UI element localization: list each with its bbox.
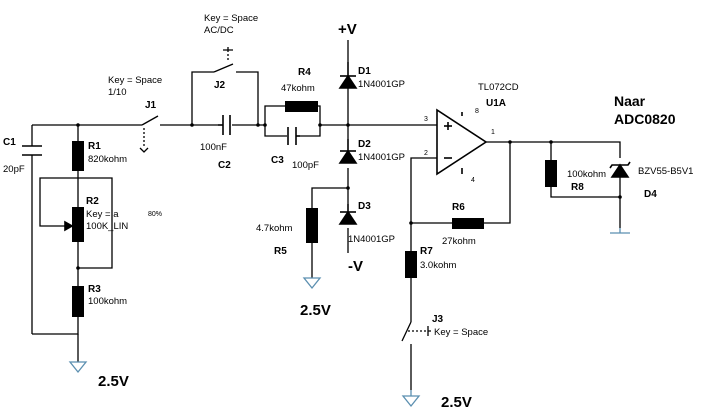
d3-ref: D3 bbox=[358, 201, 371, 212]
diode-d1[interactable] bbox=[338, 62, 358, 89]
r3-ref: R3 bbox=[88, 284, 101, 295]
zener-diode-d4[interactable] bbox=[609, 161, 631, 178]
c3-ref: C3 bbox=[271, 155, 284, 166]
junction-dots bbox=[76, 123, 622, 270]
ground-symbol-right bbox=[401, 390, 421, 408]
r4-value: 47kohm bbox=[281, 83, 315, 94]
d2-ref: D2 bbox=[358, 139, 371, 150]
r2-value: 100K_LIN bbox=[86, 221, 128, 232]
d4-value: BZV55-B5V1 bbox=[638, 166, 693, 177]
r7-value: 3.0kohm bbox=[420, 260, 457, 271]
j3-ref: J3 bbox=[432, 314, 444, 325]
d1-ref: D1 bbox=[358, 66, 371, 77]
r8-ref: R8 bbox=[571, 182, 584, 193]
c1-value: 20pF bbox=[3, 164, 25, 175]
j2-mode: AC/DC bbox=[204, 25, 234, 36]
resistor-r7[interactable] bbox=[405, 251, 417, 278]
opamp-u1a[interactable] bbox=[436, 108, 488, 176]
resistor-r8[interactable] bbox=[545, 160, 557, 187]
r5-ref: R5 bbox=[274, 246, 287, 257]
u1a-pin-minus: 2 bbox=[424, 150, 428, 157]
resistor-r6[interactable] bbox=[452, 218, 484, 229]
r7-ref: R7 bbox=[420, 246, 433, 257]
j2-ref: J2 bbox=[214, 80, 226, 91]
d2-value: 1N4001GP bbox=[358, 152, 405, 163]
d4-ref: D4 bbox=[644, 189, 657, 200]
d1-value: 1N4001GP bbox=[358, 79, 405, 90]
resistor-r3[interactable] bbox=[72, 286, 84, 317]
r6-value: 27kohm bbox=[442, 236, 476, 247]
capacitor-c2[interactable] bbox=[218, 115, 231, 135]
ground-middle-label: 2.5V bbox=[300, 302, 331, 319]
diode-d3[interactable] bbox=[338, 204, 358, 225]
r4-ref: R4 bbox=[298, 67, 311, 78]
j1-ref: J1 bbox=[145, 100, 157, 111]
j1-key: Key = Space bbox=[108, 75, 162, 86]
output-label-line1: Naar bbox=[614, 93, 646, 109]
positive-rail-label: +V bbox=[338, 21, 357, 38]
resistor-r5[interactable] bbox=[306, 208, 318, 243]
ground-left-label: 2.5V bbox=[98, 373, 129, 390]
ground-right-label: 2.5V bbox=[441, 394, 472, 411]
r8-value: 100kohm bbox=[567, 169, 606, 180]
u1a-pin-plus: 3 bbox=[424, 116, 428, 123]
r3-value: 100kohm bbox=[88, 296, 127, 307]
capacitor-c3[interactable] bbox=[287, 127, 300, 145]
r2-key: Key = a bbox=[86, 209, 119, 220]
c2-ref: C2 bbox=[218, 160, 231, 171]
r2-ref: R2 bbox=[86, 196, 99, 207]
resistor-r4[interactable] bbox=[285, 101, 318, 112]
potentiometer-r2[interactable] bbox=[64, 207, 84, 242]
u1a-value: TL072CD bbox=[478, 82, 519, 93]
ground-symbol-left bbox=[68, 361, 88, 374]
j3-key: Key = Space bbox=[434, 327, 488, 338]
d3-value: 1N4001GP bbox=[348, 234, 395, 245]
capacitor-c1[interactable] bbox=[22, 145, 42, 156]
diode-d2[interactable] bbox=[338, 139, 358, 164]
c3-value: 100pF bbox=[292, 160, 319, 171]
output-label-line2: ADC0820 bbox=[614, 111, 676, 127]
u1a-pin-vcc: 8 bbox=[475, 108, 479, 115]
negative-rail-label: -V bbox=[348, 258, 363, 275]
j2-key: Key = Space bbox=[204, 13, 258, 24]
u1a-pin-vee: 4 bbox=[471, 177, 475, 184]
switch-j2[interactable] bbox=[213, 47, 234, 73]
c2-value: 100nF bbox=[200, 142, 227, 153]
u1a-ref: U1A bbox=[486, 98, 506, 109]
switch-j3[interactable] bbox=[401, 321, 431, 342]
r1-value: 820kohm bbox=[88, 154, 127, 165]
ground-symbol-zener bbox=[610, 228, 630, 234]
c1-ref: C1 bbox=[3, 137, 16, 148]
r1-ref: R1 bbox=[88, 141, 101, 152]
j1-ratio: 1/10 bbox=[108, 87, 127, 98]
r2-percent: 80% bbox=[148, 211, 162, 218]
ground-symbol-middle bbox=[302, 277, 322, 290]
switch-j1[interactable] bbox=[139, 115, 159, 153]
r5-value: 4.7kohm bbox=[256, 223, 293, 234]
resistor-r1[interactable] bbox=[72, 141, 84, 171]
u1a-pin-out: 1 bbox=[491, 129, 495, 136]
r6-ref: R6 bbox=[452, 202, 465, 213]
